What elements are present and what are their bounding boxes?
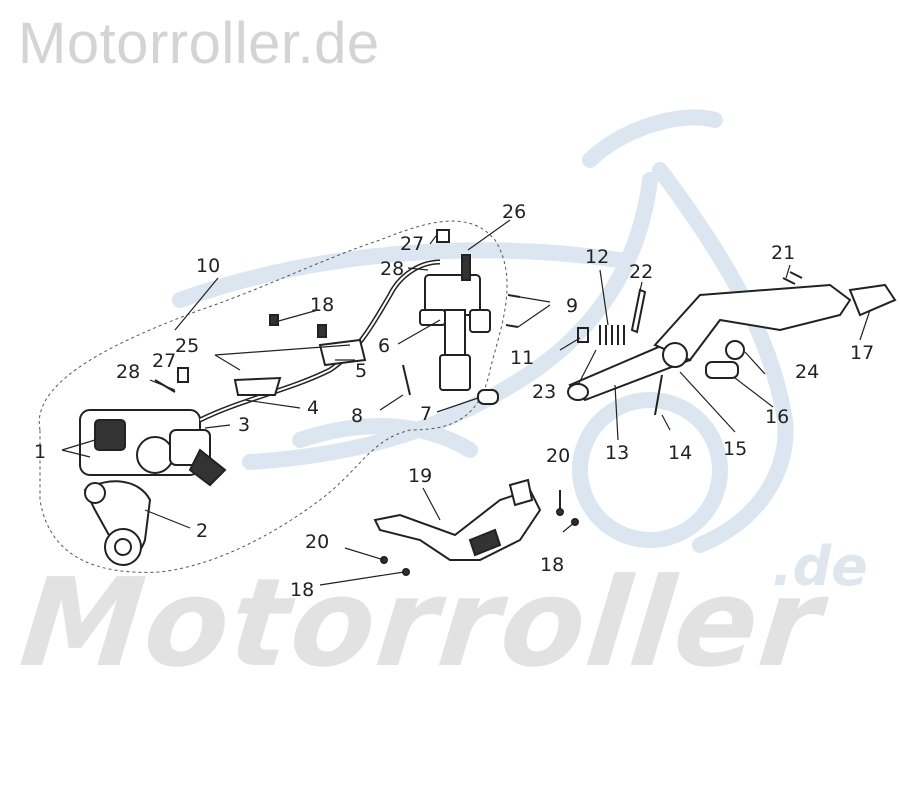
small-screws [380,490,579,576]
callout-22: 22 [629,261,653,283]
callout-9: 9 [566,295,578,317]
callout-26: 26 [502,201,526,223]
hose-clamps [233,338,367,396]
callout-11: 11 [510,347,534,369]
watermark-suffix: .de [772,535,868,598]
callout-18-c: 18 [290,579,314,601]
callout-4: 4 [307,397,319,419]
callout-27-b: 27 [152,350,176,372]
callout-21: 21 [771,242,795,264]
bolts [505,294,521,328]
callout-10: 10 [196,255,220,277]
callout-1: 1 [34,441,46,463]
callout-14: 14 [668,442,692,464]
small-parts [154,229,499,405]
callout-28-a: 28 [380,258,404,280]
callout-28-b: 28 [116,361,140,383]
callout-12: 12 [585,246,609,268]
guard-bracket [373,478,542,561]
callout-23: 23 [532,381,556,403]
callout-3: 3 [238,414,250,436]
springs [577,288,647,345]
callout-18-a: 18 [310,294,334,316]
leader-lines [61,219,871,586]
callout-8: 8 [351,405,363,427]
assembly-boundary [38,220,508,573]
callout-6: 6 [378,335,390,357]
callout-25: 25 [175,335,199,357]
callout-7: 7 [420,403,432,425]
bolts-21 [782,271,803,285]
watermark-large: Motorroller [14,552,830,694]
brake-caliper [79,409,227,487]
callout-19: 19 [408,465,432,487]
callout-16: 16 [765,406,789,428]
callout-labels: 1 2 3 4 5 6 7 8 9 10 11 12 13 14 15 16 1… [34,201,874,601]
master-cylinder [419,254,491,391]
callout-18-b: 18 [540,554,564,576]
caliper-bracket [83,480,152,566]
callout-15: 15 [723,438,747,460]
callout-24: 24 [795,361,819,383]
watermark-top: Motorroller.de [18,11,380,76]
callout-13: 13 [605,442,629,464]
callout-20-a: 20 [546,445,570,467]
callout-27-a: 27 [400,233,424,255]
callout-20-b: 20 [305,531,329,553]
callout-5: 5 [355,360,367,382]
scooter-logo-watermark [172,109,794,553]
brake-pedal-assembly [567,283,897,416]
callout-2: 2 [196,520,208,542]
callout-17: 17 [850,342,874,364]
